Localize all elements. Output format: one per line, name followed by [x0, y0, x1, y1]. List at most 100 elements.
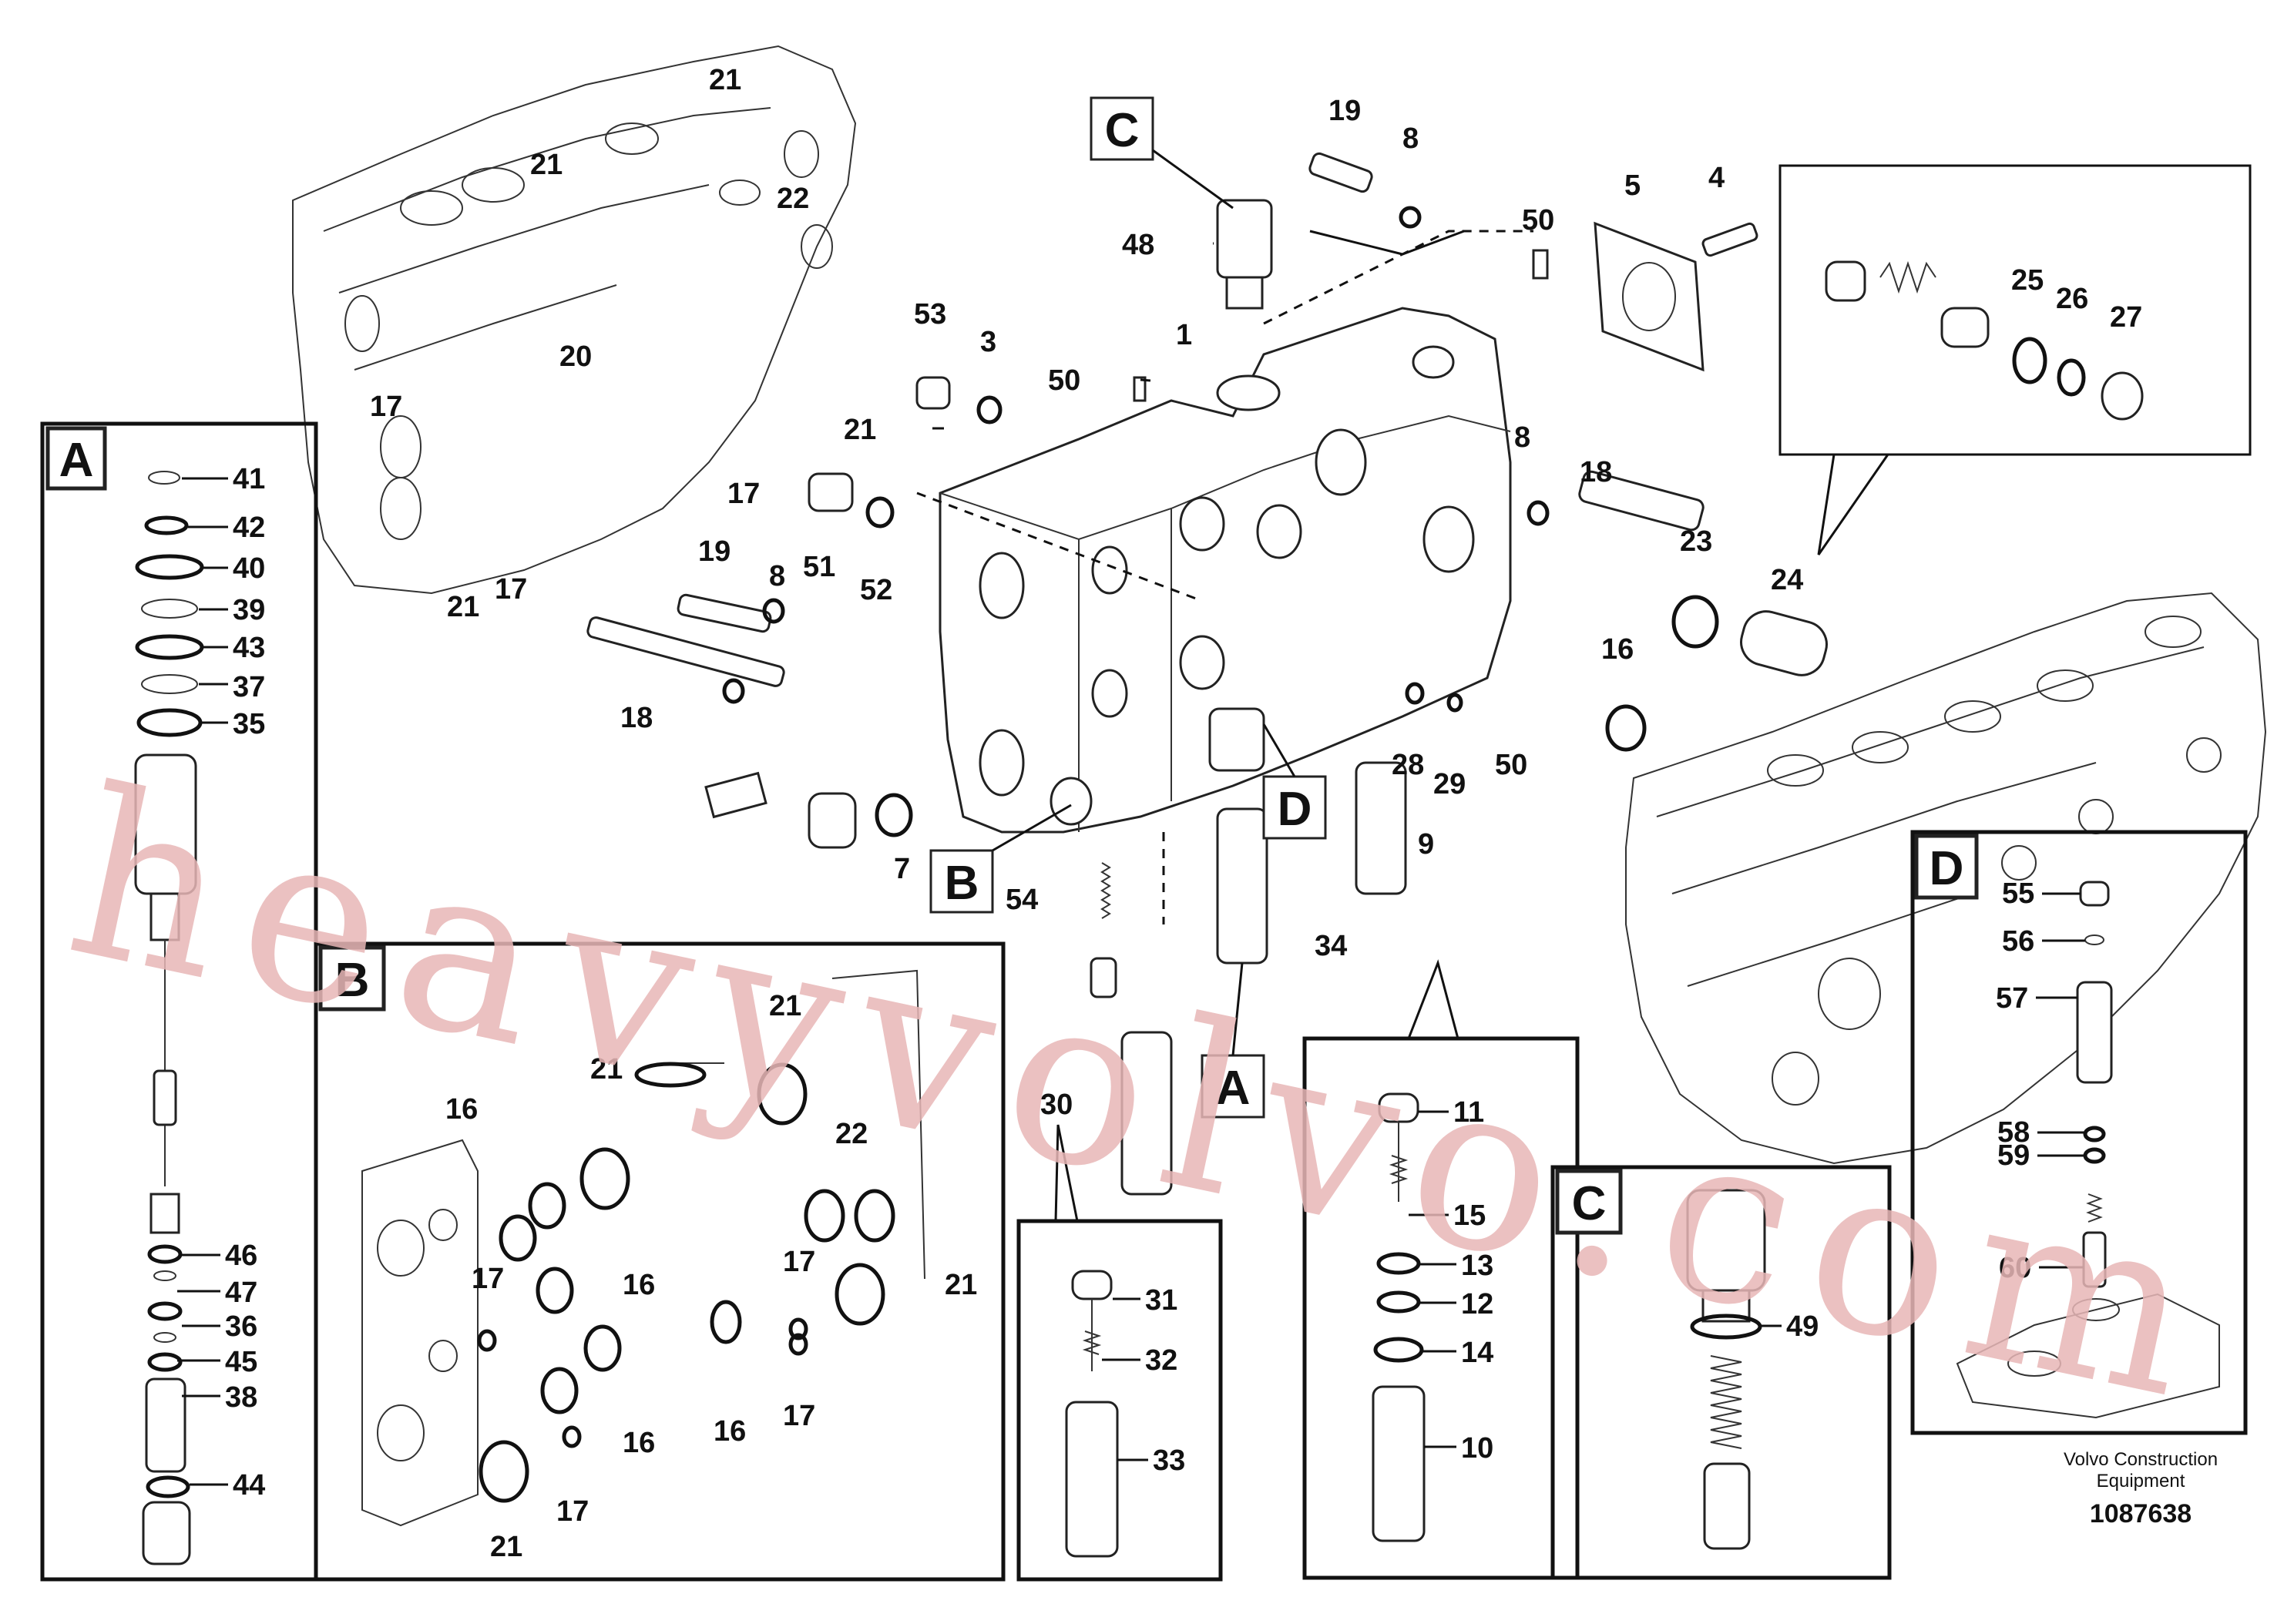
- callout-14: 14: [1461, 1337, 1493, 1369]
- callout-b-17-a: 17: [472, 1263, 504, 1295]
- callout-labels-a: 41 42 40 39 43 37 35 46 47 36 45 38 44: [177, 463, 265, 1502]
- callout-18-a: 18: [620, 702, 653, 734]
- callout-21-d: 21: [447, 591, 479, 623]
- callout-a-42: 42: [233, 512, 265, 544]
- right-housing: [1625, 592, 2267, 1165]
- callout-21-b: 21: [530, 149, 563, 181]
- callout-17-c: 17: [727, 478, 760, 510]
- callout-12: 12: [1461, 1288, 1493, 1320]
- watermark: heavyvolvo.com: [50, 738, 2238, 1454]
- callout-a-44: 44: [233, 1469, 265, 1502]
- callout-b-17-c: 17: [783, 1400, 815, 1432]
- detail-box-c-label: C: [1572, 1177, 1607, 1230]
- callout-8-a: 8: [1402, 122, 1419, 155]
- callout-50-b: 50: [1048, 364, 1080, 397]
- callout-30: 30: [1040, 1089, 1073, 1121]
- callout-13: 13: [1461, 1250, 1493, 1282]
- callout-50-c: 50: [1495, 749, 1527, 781]
- callout-11: 11: [1453, 1096, 1484, 1129]
- callout-7: 7: [894, 853, 910, 885]
- callout-31: 31: [1145, 1284, 1177, 1317]
- callout-22: 22: [777, 183, 809, 215]
- detail-callout-24: [1778, 164, 2252, 555]
- callout-b-21-d: 21: [490, 1531, 522, 1563]
- callout-19-b: 19: [698, 535, 731, 568]
- detail-box-9: [1302, 959, 1580, 1580]
- callout-a-43: 43: [233, 632, 265, 664]
- detail-box-d-label: D: [1930, 842, 1964, 895]
- detail-box-30: [1016, 1124, 1223, 1582]
- marker-c: C: [1105, 104, 1140, 157]
- callout-a-35: 35: [233, 708, 265, 740]
- reference-markers: C D B A: [929, 96, 1327, 1119]
- callout-labels-b: 21 21 22 16 16 16 17 17 17 21 16 17 21: [445, 990, 977, 1563]
- callout-a-41: 41: [233, 463, 265, 495]
- callout-32: 32: [1145, 1344, 1177, 1377]
- callout-53: 53: [914, 298, 946, 331]
- callout-b-21-a: 21: [769, 990, 801, 1022]
- callout-34: 34: [1315, 930, 1347, 962]
- callout-17-a: 17: [370, 391, 402, 423]
- callout-18-b: 18: [1580, 456, 1612, 488]
- callout-27: 27: [2110, 301, 2142, 334]
- callout-57: 57: [1996, 982, 2028, 1015]
- callout-51: 51: [803, 551, 835, 583]
- callout-55: 55: [2002, 877, 2034, 910]
- marker-b: B: [945, 857, 979, 910]
- marker-a: A: [1216, 1062, 1251, 1115]
- callout-23: 23: [1680, 525, 1712, 558]
- callout-19-a: 19: [1328, 95, 1361, 127]
- callout-a-38: 38: [225, 1381, 257, 1414]
- detail-box-a-label: A: [59, 434, 94, 487]
- callout-33: 33: [1153, 1444, 1185, 1477]
- callout-25: 25: [2011, 264, 2044, 297]
- callout-a-40: 40: [233, 552, 265, 585]
- callout-16: 16: [1601, 633, 1634, 666]
- callout-labels-sub: 31 32 33 11 15 13 12 14 10 49 55 56 57 5…: [1102, 877, 2085, 1477]
- document-number: 1087638: [2090, 1499, 2192, 1528]
- callout-5: 5: [1624, 169, 1641, 202]
- marker-d: D: [1278, 783, 1312, 836]
- detail-box-b-label: B: [335, 954, 370, 1007]
- callout-b-16-d: 16: [714, 1415, 746, 1448]
- credit-line-1: Volvo Construction: [2064, 1449, 2218, 1470]
- callout-49: 49: [1786, 1310, 1819, 1343]
- detail-box-c: C: [1550, 1165, 1892, 1580]
- footer: Volvo Construction Equipment 1087638: [2064, 1449, 2218, 1528]
- callout-b-21-c: 21: [945, 1269, 977, 1301]
- callout-9: 9: [1418, 828, 1434, 861]
- callout-54: 54: [1006, 884, 1038, 916]
- callout-a-36: 36: [225, 1310, 257, 1343]
- callout-24: 24: [1771, 564, 1803, 596]
- central-valve-section: [916, 230, 1533, 924]
- callout-48: 48: [1122, 229, 1154, 261]
- callout-a-47: 47: [225, 1277, 257, 1309]
- callout-60: 60: [1999, 1252, 2031, 1284]
- callout-28: 28: [1392, 749, 1424, 781]
- callout-20: 20: [559, 341, 592, 373]
- callout-56: 56: [2002, 925, 2034, 958]
- callout-b-17-d: 17: [556, 1495, 589, 1528]
- callout-b-22: 22: [835, 1118, 868, 1150]
- callout-52: 52: [860, 574, 892, 606]
- callout-3: 3: [980, 326, 996, 358]
- callout-4: 4: [1708, 162, 1725, 194]
- callout-labels-main: 1 3 4 5 7 8 8 8 9 16 17 17 17 18 18 19 1…: [370, 64, 2142, 1121]
- detail-box-b: B: [314, 941, 1006, 1582]
- callout-10: 10: [1461, 1432, 1493, 1465]
- callout-8-c: 8: [1514, 421, 1530, 454]
- callout-b-17-b: 17: [783, 1246, 815, 1278]
- callout-15: 15: [1453, 1200, 1486, 1232]
- callout-58: 58: [1997, 1116, 2030, 1149]
- callout-a-45: 45: [225, 1346, 257, 1378]
- main-view-parts: [586, 152, 1828, 1196]
- callout-b-21-b: 21: [590, 1053, 623, 1085]
- callout-59: 59: [1997, 1139, 2030, 1172]
- callout-50-a: 50: [1522, 204, 1554, 237]
- detail-box-d: D: [1910, 830, 2248, 1435]
- callout-8-b: 8: [769, 560, 785, 592]
- callout-26: 26: [2056, 283, 2088, 315]
- credit-line-2: Equipment: [2097, 1471, 2185, 1491]
- callout-b-16-a: 16: [445, 1093, 478, 1126]
